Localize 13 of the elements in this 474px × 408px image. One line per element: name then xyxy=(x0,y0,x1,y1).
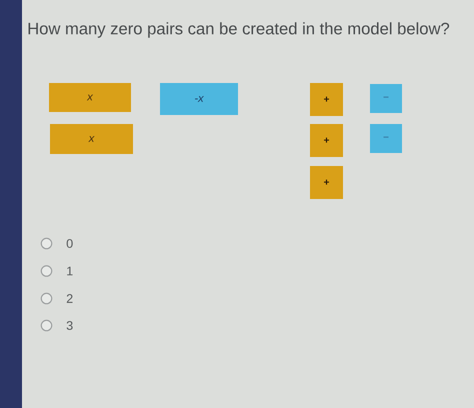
negative-unit-tile: − xyxy=(370,124,402,153)
positive-unit-tile: + xyxy=(310,83,343,116)
option-label: 3 xyxy=(66,321,73,330)
x-tile: x xyxy=(50,124,133,154)
negative-unit-tile: − xyxy=(370,84,402,113)
option-label: 2 xyxy=(66,294,73,303)
option-label: 1 xyxy=(67,266,73,276)
negative-x-tile: -x xyxy=(160,83,238,115)
positive-unit-tile: + xyxy=(310,166,343,199)
x-tile: x xyxy=(49,83,131,112)
positive-unit-tile: + xyxy=(310,124,343,157)
question-text: How many zero pairs can be created in the model below? xyxy=(28,22,450,38)
option-label: 0 xyxy=(66,239,73,248)
